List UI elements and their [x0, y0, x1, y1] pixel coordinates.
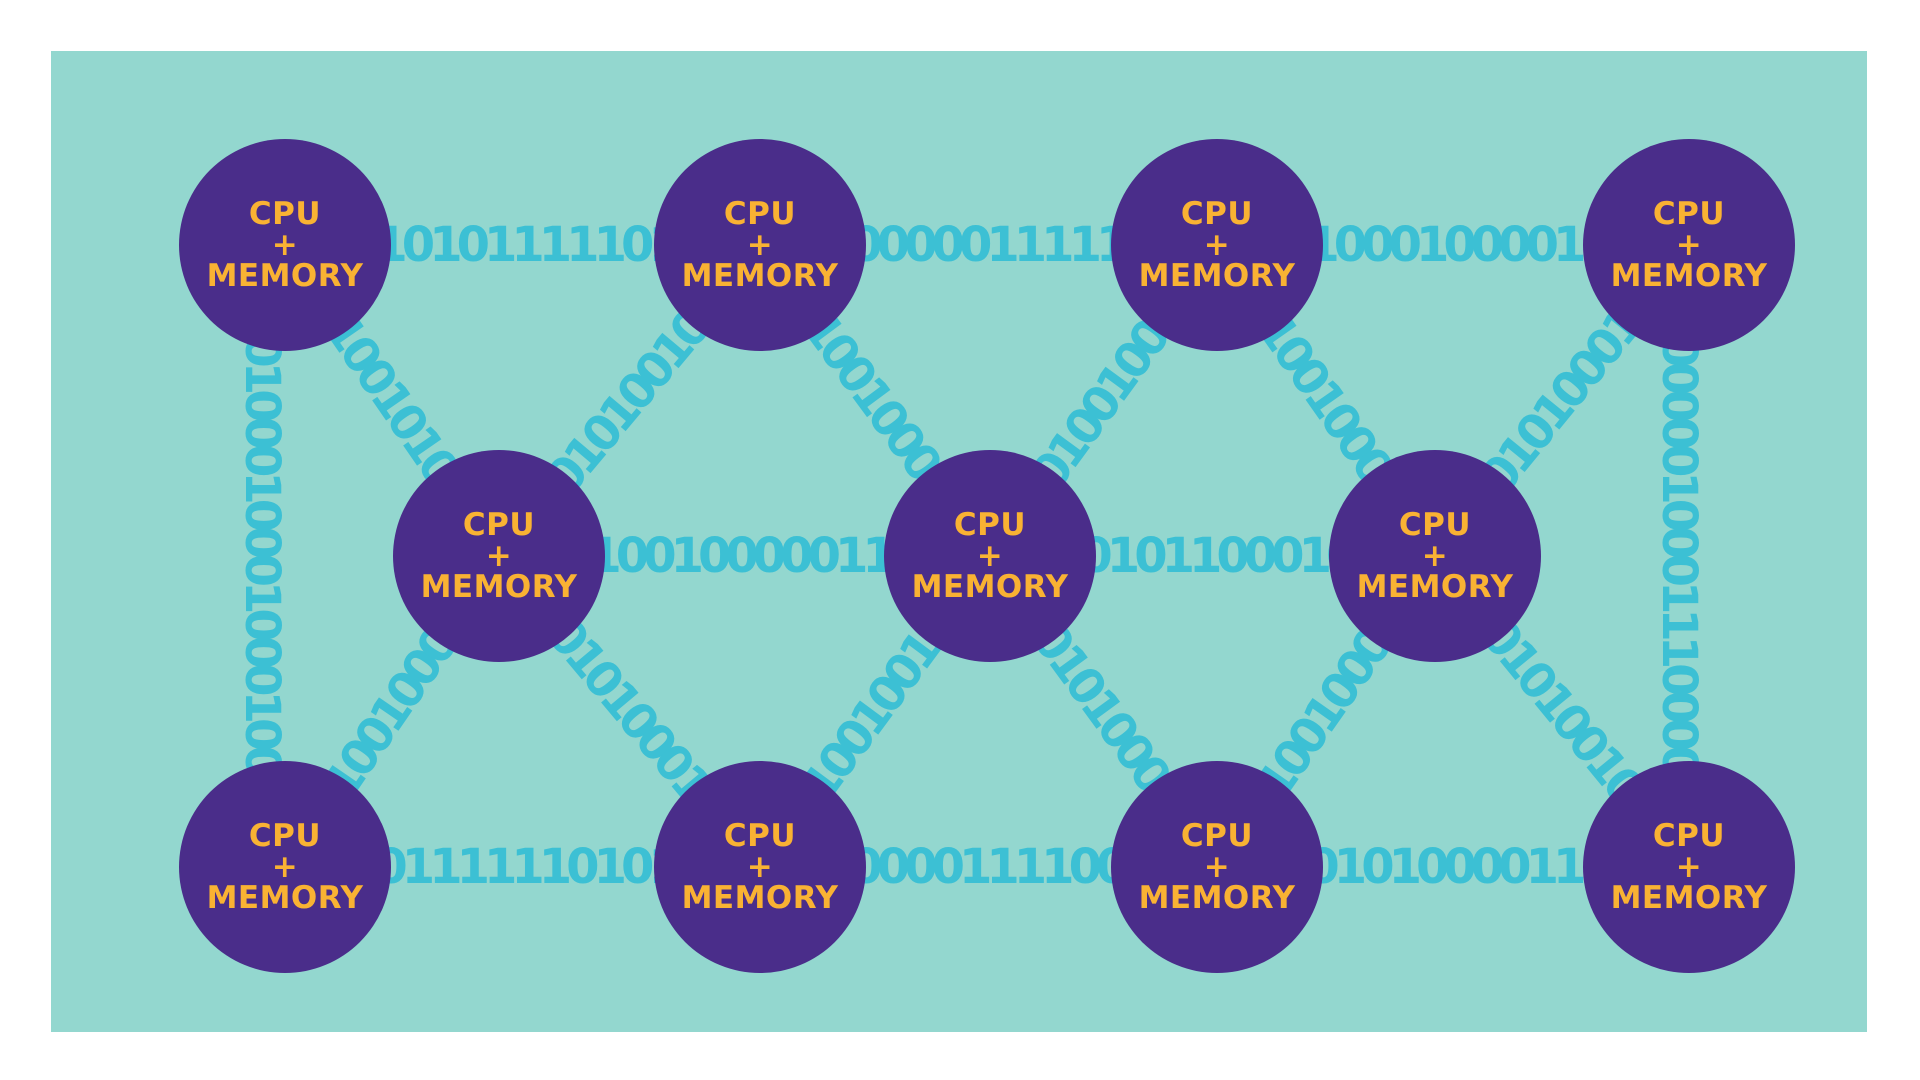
node-label-line1: CPU	[1180, 195, 1254, 232]
node-cpu-memory-t3: CPU+MEMORY	[1111, 139, 1323, 351]
node-label-line2: +	[1421, 537, 1449, 574]
node-cpu-memory-b1: CPU+MEMORY	[179, 761, 391, 973]
node-label-line3: MEMORY	[420, 568, 578, 605]
node-label-line3: MEMORY	[911, 568, 1069, 605]
node-cpu-memory-b2: CPU+MEMORY	[654, 761, 866, 973]
node-label-line3: MEMORY	[1138, 257, 1296, 294]
node-label-line1: CPU	[248, 195, 322, 232]
node-label-line1: CPU	[723, 817, 797, 854]
node-label-line3: MEMORY	[1610, 257, 1768, 294]
node-cpu-memory-t4: CPU+MEMORY	[1583, 139, 1795, 351]
node-label-line3: MEMORY	[1610, 879, 1768, 916]
node-label-line2: +	[1675, 226, 1703, 263]
node-label-line1: CPU	[462, 506, 536, 543]
node-label-line2: +	[746, 226, 774, 263]
node-cpu-memory-t2: CPU+MEMORY	[654, 139, 866, 351]
node-label-line1: CPU	[723, 195, 797, 232]
node-label-line2: +	[1203, 226, 1231, 263]
node-label-line1: CPU	[1398, 506, 1472, 543]
node-cpu-memory-m1: CPU+MEMORY	[393, 450, 605, 662]
node-label-line3: MEMORY	[1356, 568, 1514, 605]
node-label-line3: MEMORY	[681, 257, 839, 294]
node-label-line1: CPU	[953, 506, 1027, 543]
node-label-line1: CPU	[1652, 195, 1726, 232]
node-cpu-memory-b3: CPU+MEMORY	[1111, 761, 1323, 973]
node-label-line2: +	[1675, 848, 1703, 885]
node-label-line3: MEMORY	[681, 879, 839, 916]
node-cpu-memory-b4: CPU+MEMORY	[1583, 761, 1795, 973]
node-label-line1: CPU	[248, 817, 322, 854]
node-label-line2: +	[746, 848, 774, 885]
node-label-line2: +	[485, 537, 513, 574]
node-label-line3: MEMORY	[1138, 879, 1296, 916]
node-label-line3: MEMORY	[206, 257, 364, 294]
node-label-line1: CPU	[1180, 817, 1254, 854]
node-label-line2: +	[1203, 848, 1231, 885]
node-cpu-memory-m2: CPU+MEMORY	[884, 450, 1096, 662]
node-label-line2: +	[976, 537, 1004, 574]
node-label-line1: CPU	[1652, 817, 1726, 854]
node-cpu-memory-t1: CPU+MEMORY	[179, 139, 391, 351]
node-label-line2: +	[271, 226, 299, 263]
node-cpu-memory-m3: CPU+MEMORY	[1329, 450, 1541, 662]
node-label-line2: +	[271, 848, 299, 885]
node-label-line3: MEMORY	[206, 879, 364, 916]
